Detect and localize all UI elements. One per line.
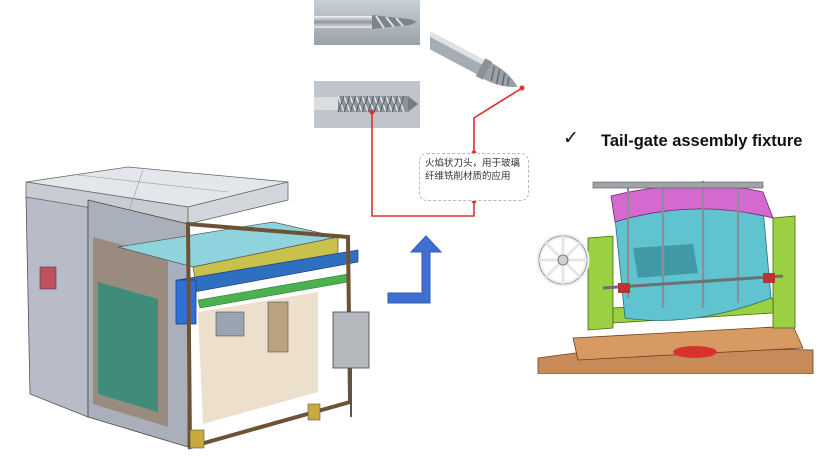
tail-gate-fixture-render [533, 178, 819, 374]
machine-render [18, 162, 380, 454]
cutter-description-note: 火焰状刀头，用于玻璃纤维铣削材质的应用 [419, 153, 529, 201]
drill-bit-photo [314, 0, 420, 45]
knurled-router-bit-photo [314, 81, 420, 128]
check-mark-icon: ✓ [563, 127, 579, 149]
cutter-description-text: 火焰状刀头，用于玻璃纤维铣削材质的应用 [425, 158, 521, 182]
fixture-title: Tail-gate assembly fixture [601, 132, 803, 150]
flame-cutter-photo [430, 28, 532, 107]
